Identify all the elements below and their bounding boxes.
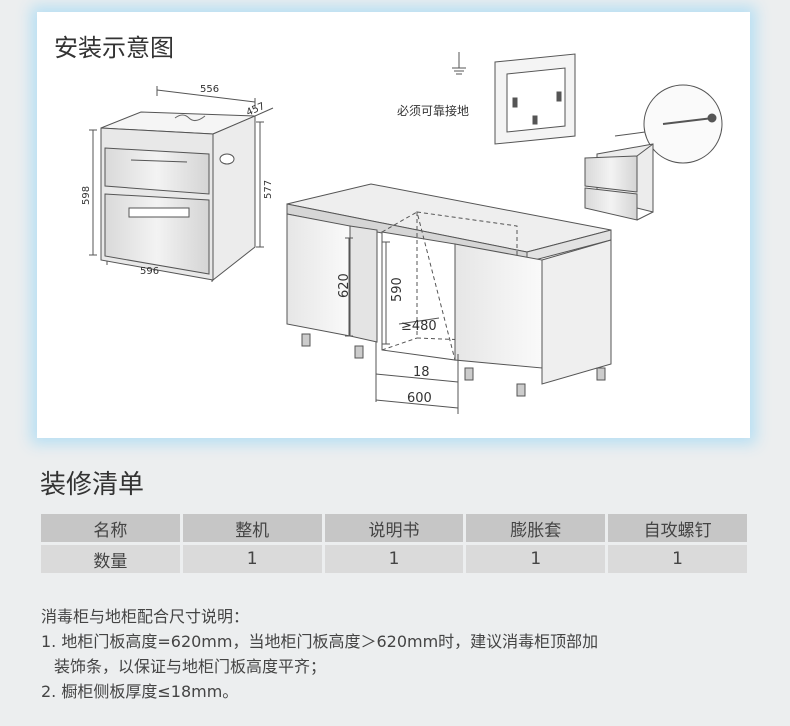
- screw-detail-drawing: [584, 84, 723, 221]
- table-cell: 1: [324, 545, 464, 573]
- socket-drawing: [452, 52, 576, 145]
- dim-width-top: 556: [200, 84, 219, 95]
- installation-diagram: 556 457 598 577 596 必须可靠接地: [81, 52, 723, 414]
- dim-opening-height: 590: [390, 277, 405, 302]
- fitting-notes: 消毒柜与地柜配合尺寸说明： 1. 地柜门板高度=620mm，当地柜门板高度＞62…: [41, 604, 751, 704]
- header-cell: 说明书: [324, 514, 464, 542]
- packing-list-table: 名称 整机 说明书 膨胀套 自攻螺钉 数量 1 1 1 1: [38, 511, 750, 576]
- appliance-drawing: [89, 86, 274, 282]
- notes-heading: 消毒柜与地柜配合尺寸说明：: [41, 607, 250, 626]
- dim-height-right: 577: [263, 180, 274, 199]
- table-cell: 数量: [41, 545, 180, 573]
- table-cell: 1: [466, 545, 606, 573]
- diagram-title: 安装示意图: [54, 34, 174, 62]
- note-item-1-continued: 装饰条，以保证与地柜门板高度平齐；: [54, 657, 327, 676]
- packing-list-title: 装修清单: [40, 470, 145, 500]
- note-item-1: 1. 地柜门板高度=620mm，当地柜门板高度＞620mm时，建议消毒柜顶部加: [41, 632, 599, 651]
- header-cell: 膨胀套: [466, 514, 606, 542]
- header-cell: 名称: [41, 514, 180, 542]
- cabinet-dimension-labels: 620 590 ≥480 18 600: [337, 273, 437, 406]
- dim-height-left: 598: [81, 186, 92, 205]
- table-header-row: 名称 整机 说明书 膨胀套 自攻螺钉: [41, 514, 747, 542]
- table-cell: 1: [182, 545, 322, 573]
- dim-width-bottom: 596: [140, 266, 159, 277]
- header-cell: 整机: [182, 514, 322, 542]
- table-row: 数量 1 1 1 1: [41, 545, 747, 573]
- installation-diagram-panel: 安装示意图: [37, 12, 750, 438]
- base-cabinet-drawing: [286, 183, 612, 414]
- dim-opening-width: 600: [407, 391, 432, 406]
- ground-warning-label: 必须可靠接地: [397, 103, 469, 118]
- note-item-2: 2. 橱柜侧板厚度≤18mm。: [41, 682, 239, 701]
- dim-door-height: 620: [337, 273, 352, 298]
- header-cell: 自攻螺钉: [608, 514, 747, 542]
- dim-side-thickness: 18: [413, 365, 430, 380]
- table-cell: 1: [608, 545, 747, 573]
- dim-opening-depth: ≥480: [401, 319, 437, 334]
